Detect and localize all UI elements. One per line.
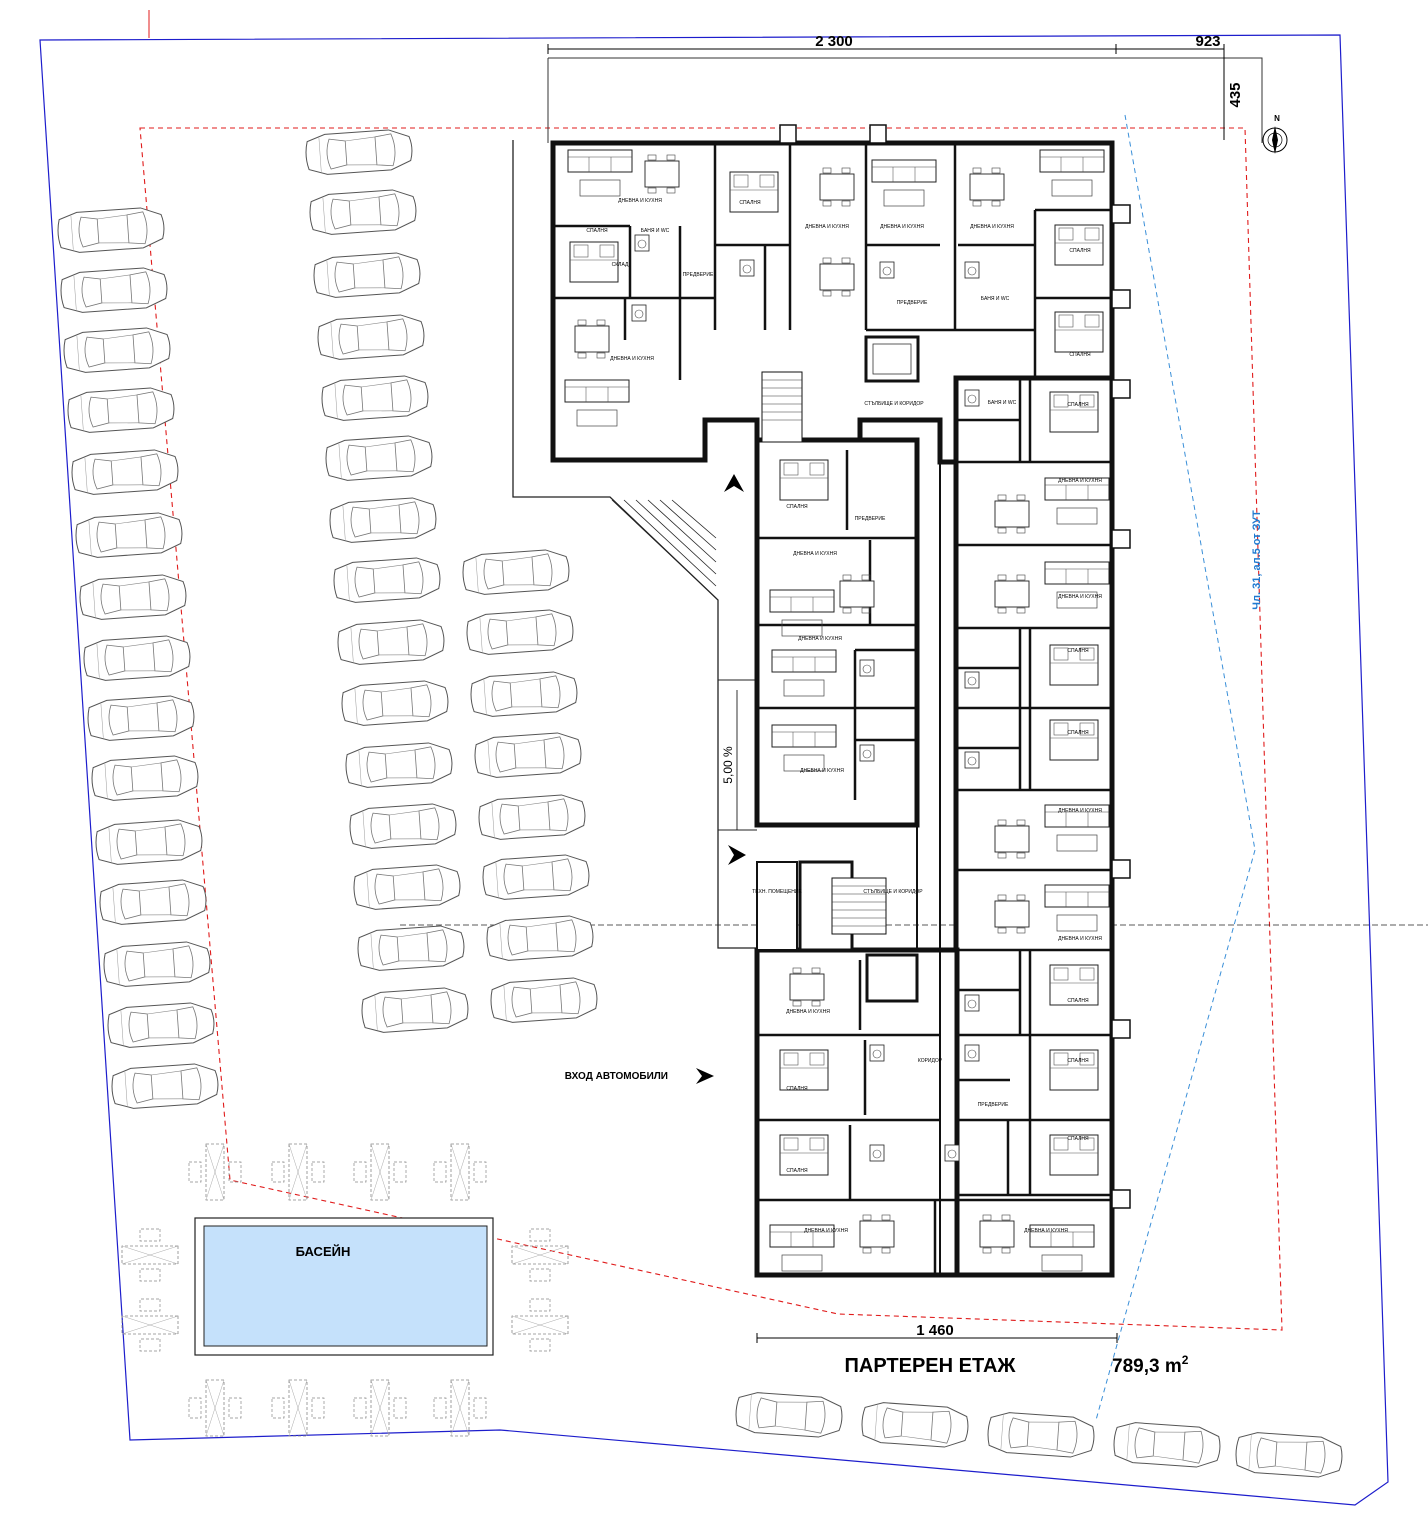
room-hall: ПРЕДВЕРИЕ — [978, 1102, 1009, 1108]
room-hall: ПРЕДВЕРИЕ — [897, 300, 928, 306]
room-storage: СКЛАД — [612, 262, 629, 268]
tech-room — [756, 861, 798, 951]
room-bath: БАНЯ И WC — [988, 400, 1017, 406]
room-living: ДНЕВНА И КУХНЯ — [805, 224, 849, 230]
room-living: ДНЕВНА И КУХНЯ — [618, 198, 662, 204]
entry-arrow-north — [724, 474, 744, 492]
room-corridor: СТЪЛБИЩЕ И КОРИДОР — [863, 889, 923, 895]
elevator-south — [865, 953, 919, 1003]
ramp-stripes — [611, 499, 717, 599]
room-bedroom: СПАЛНЯ — [1067, 648, 1089, 654]
car-entry-label: ВХОД АВТОМОБИЛИ — [565, 1071, 668, 1082]
room-bedroom: СПАЛНЯ — [586, 228, 608, 234]
plan-title: ПАРТЕРЕН ЕТАЖ — [845, 1355, 1017, 1377]
plan-area-value: 789,3 m — [1112, 1356, 1182, 1377]
room-living: ДНЕВНА И КУХНЯ — [1058, 594, 1102, 600]
entry-arrow-side — [728, 845, 746, 865]
dimension-side: 435 — [1227, 82, 1244, 107]
room-living: ДНЕВНА И КУХНЯ — [880, 224, 924, 230]
room-living: ДНЕВНА И КУХНЯ — [804, 1228, 848, 1234]
room-hall: ПРЕДВЕРИЕ — [683, 272, 714, 278]
plot-boundary — [39, 34, 1389, 1506]
room-corridor: СТЪЛБИЩЕ И КОРИДОР — [864, 401, 924, 407]
pool — [203, 1225, 488, 1347]
room-living: ДНЕВНА И КУХНЯ — [970, 224, 1014, 230]
regulation-line-lower — [1095, 849, 1256, 1421]
room-bedroom: СПАЛНЯ — [1067, 402, 1089, 408]
balconies — [779, 124, 1131, 1209]
room-bath: БАНЯ И WC — [641, 228, 670, 234]
room-bedroom: СПАЛНЯ — [1067, 1058, 1089, 1064]
room-living: ДНЕВНА И КУХНЯ — [1058, 478, 1102, 484]
dimension-top-main: 2 300 — [815, 33, 853, 50]
room-tech: ТЕХН. ПОМЕЩЕНИЕ — [752, 889, 802, 895]
stair-north — [761, 371, 803, 443]
south-block-walls — [754, 947, 960, 1278]
regulation-note: Чл. 31, ал.5 от ЗУТ — [1251, 510, 1263, 610]
room-living: ДНЕВНА И КУХНЯ — [800, 768, 844, 774]
east-partitions — [958, 380, 1112, 1197]
room-corridor2: КОРИДОР — [918, 1058, 943, 1064]
room-living: ДНЕВНА И КУХНЯ — [1058, 936, 1102, 942]
room-bedroom: СПАЛНЯ — [786, 1086, 808, 1092]
room-bedroom: СПАЛНЯ — [1067, 998, 1089, 1004]
plan-area: 789,3 m2 — [1112, 1353, 1189, 1377]
plan-area-unit-exp: 2 — [1182, 1353, 1189, 1367]
room-living: ДНЕВНА И КУХНЯ — [798, 636, 842, 642]
room-bedroom: СПАЛНЯ — [786, 1168, 808, 1174]
north-wing-partitions — [553, 143, 1112, 380]
ramp-edge — [718, 679, 757, 831]
room-living: ДНЕВНА И КУХНЯ — [1024, 1228, 1068, 1234]
room-bedroom: СПАЛНЯ — [1069, 248, 1091, 254]
room-living: ДНЕВНА И КУХНЯ — [610, 356, 654, 362]
dimension-bottom-label: 1 460 — [916, 1322, 954, 1339]
site-outline — [548, 57, 1263, 143]
dimension-top-right: 923 — [1195, 33, 1220, 50]
pool-label: БАСЕЙН — [296, 1244, 351, 1259]
regulation-line — [1124, 114, 1256, 851]
room-bath: БАНЯ И WC — [981, 296, 1010, 302]
slope-label: 5,00 % — [721, 746, 735, 784]
room-bedroom: СПАЛНЯ — [786, 504, 808, 510]
car-entry-arrow — [696, 1068, 714, 1084]
dimension-top — [547, 44, 1225, 140]
room-bedroom: СПАЛНЯ — [1067, 730, 1089, 736]
room-living: ДНЕВНА И КУХНЯ — [786, 1009, 830, 1015]
north-arrow: N — [1262, 114, 1288, 154]
building-line — [139, 127, 1283, 1331]
east-column-walls — [953, 375, 1115, 1278]
room-bedroom: СПАЛНЯ — [1069, 352, 1091, 358]
room-living: ДНЕВНА И КУХНЯ — [793, 551, 837, 557]
room-labels: ДНЕВНА И КУХНЯ СПАЛНЯ БАНЯ И WC СКЛАД ПР… — [586, 198, 1102, 1234]
room-bedroom: СПАЛНЯ — [739, 200, 761, 206]
room-hall: ПРЕДВЕРИЕ — [855, 516, 886, 522]
south-partitions — [757, 960, 1112, 1275]
dimension-bottom — [756, 1333, 1118, 1343]
room-living: ДНЕВНА И КУХНЯ — [1058, 808, 1102, 814]
room-bedroom: СПАЛНЯ — [1067, 1136, 1089, 1142]
building: ДНЕВНА И КУХНЯ СПАЛНЯ БАНЯ И WC СКЛАД ПР… — [550, 124, 1131, 1278]
north-label: N — [1274, 114, 1280, 123]
